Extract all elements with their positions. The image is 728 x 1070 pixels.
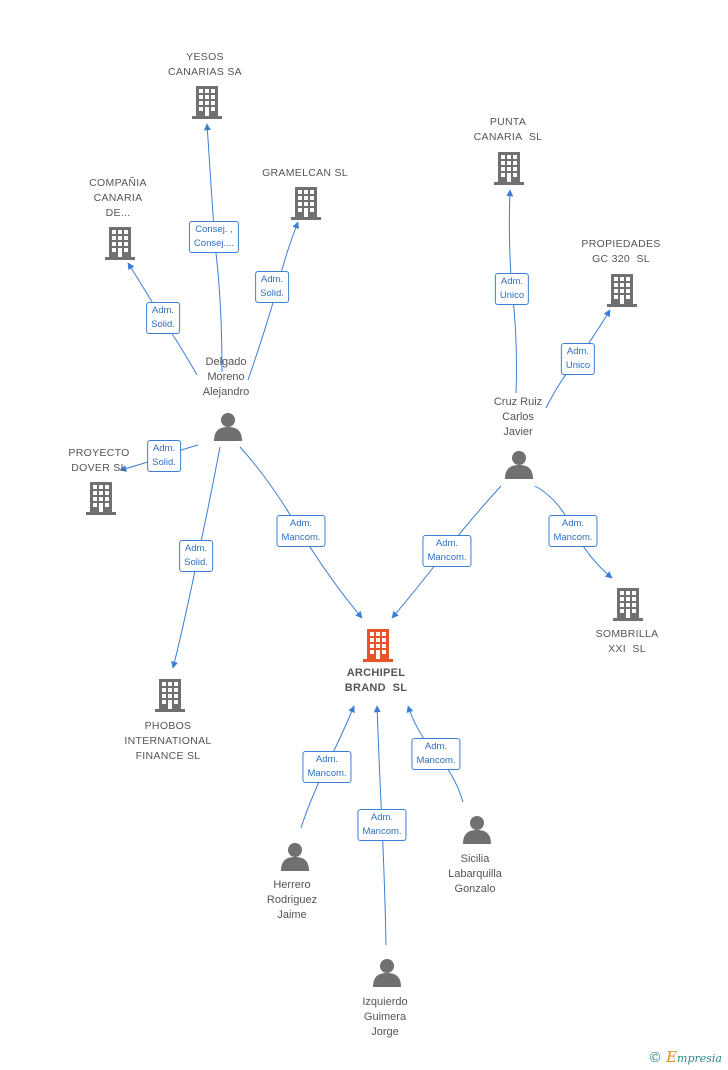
building-icon-phobos[interactable] [155, 679, 185, 712]
relation-label-e13[interactable]: Adm.Mancom. [411, 738, 461, 770]
person-icon-delgado[interactable] [214, 413, 242, 441]
copyright-icon: © [648, 1050, 663, 1066]
building-icon-propiedades[interactable] [607, 274, 637, 307]
relation-label-e8[interactable]: Adm.Unico [560, 343, 596, 375]
relation-label-e7[interactable]: Adm.Unico [494, 273, 530, 305]
relation-label-e5[interactable]: Adm.Solid. [179, 540, 213, 572]
relation-label-e12[interactable]: Adm.Mancom. [357, 809, 407, 841]
relation-label-e3[interactable]: Adm.Solid. [146, 302, 180, 334]
relation-label-e10[interactable]: Adm.Mancom. [548, 515, 598, 547]
relation-label-e9[interactable]: Adm.Mancom. [422, 535, 472, 567]
person-icon-sicilia[interactable] [463, 816, 491, 844]
relation-label-e11[interactable]: Adm.Mancom. [302, 751, 352, 783]
empresia-logo[interactable]: ©Empresia [648, 1048, 722, 1066]
relation-label-e4[interactable]: Adm.Solid. [147, 440, 181, 472]
relation-label-e2[interactable]: Adm.Solid. [255, 271, 289, 303]
person-icon-izquierdo[interactable] [373, 959, 401, 987]
relation-label-e1[interactable]: Consej. ,Consej.... [188, 221, 240, 253]
building-icon-yesos[interactable] [192, 86, 222, 119]
person-icon-herrero[interactable] [281, 843, 309, 871]
building-icon-gramelcan[interactable] [291, 187, 321, 220]
building-icon-archipel[interactable] [363, 629, 393, 662]
node-label-gramelcan[interactable]: GRAMELCAN SL [262, 167, 348, 179]
building-icon-compania[interactable] [105, 227, 135, 260]
relation-label-e6[interactable]: Adm.Mancom. [276, 515, 326, 547]
building-icon-sombrilla[interactable] [613, 588, 643, 621]
building-icon-proyecto[interactable] [86, 482, 116, 515]
person-icon-cruz[interactable] [505, 451, 533, 479]
building-icon-punta[interactable] [494, 152, 524, 185]
